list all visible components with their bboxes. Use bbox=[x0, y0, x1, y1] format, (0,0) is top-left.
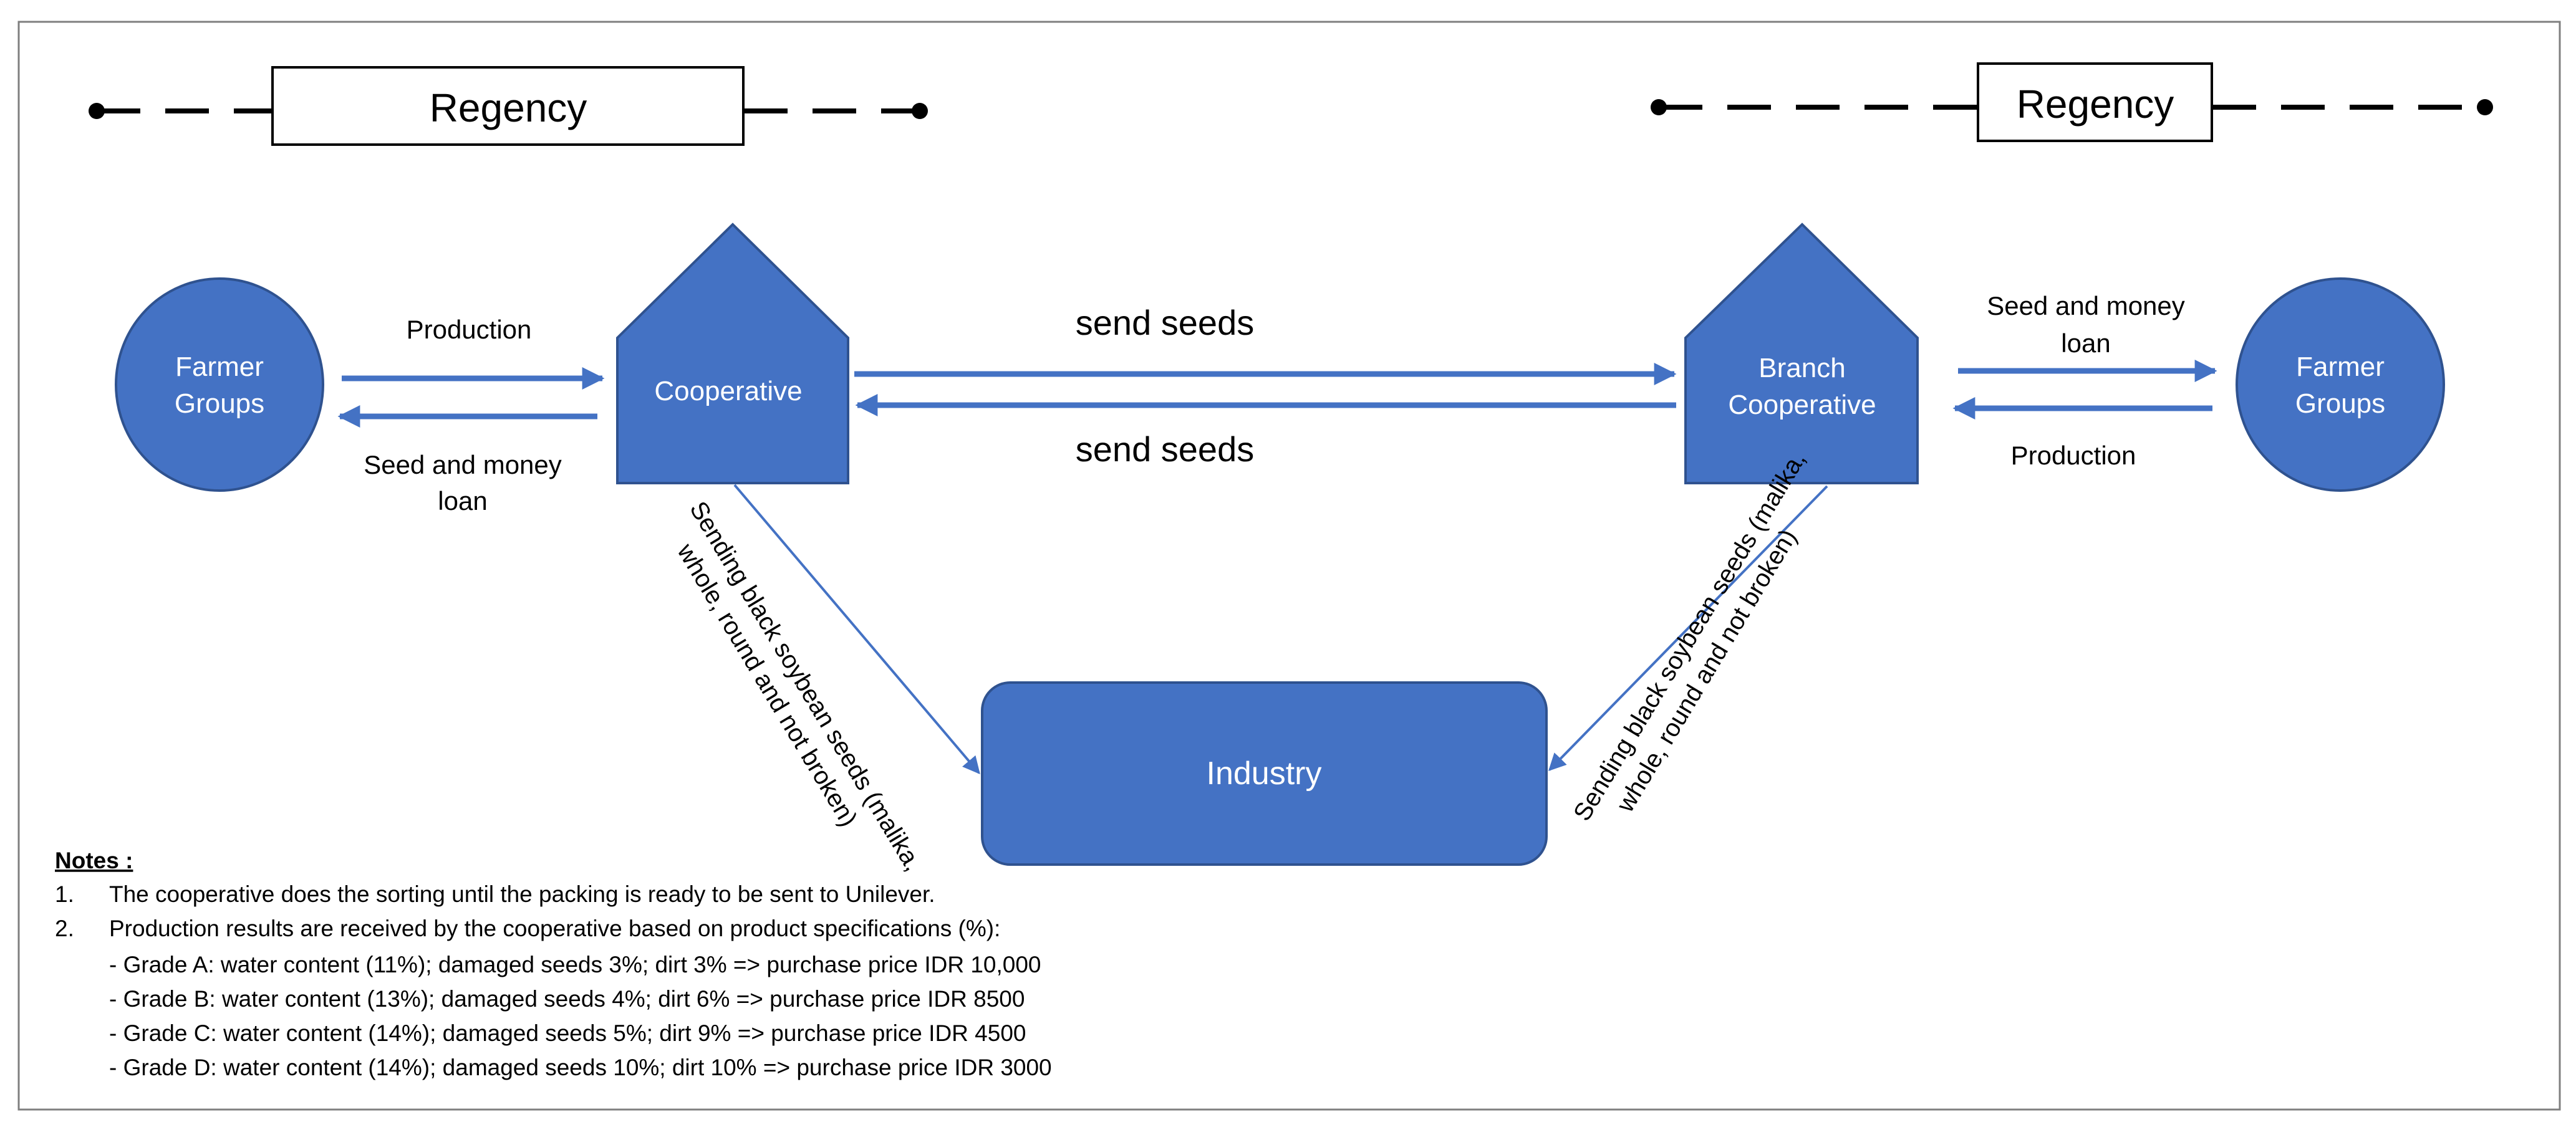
regency-right-endpoint-left bbox=[1651, 99, 1667, 115]
farmer-groups-right: Farmer Groups bbox=[2236, 277, 2445, 492]
branch-cooperative-node: Branch Cooperative bbox=[1684, 223, 1919, 484]
label-diag-left-line2: whole, round and not broken) bbox=[672, 539, 862, 832]
branch-cooperative-label-line1: Branch bbox=[1758, 353, 1845, 383]
label-center-send-seeds-top: send seeds bbox=[1076, 303, 1254, 342]
notes-item-2-number: 2. bbox=[55, 916, 74, 941]
notes-item-1-number: 1. bbox=[55, 881, 74, 907]
branch-cooperative-shape bbox=[1684, 223, 1919, 484]
cooperative-label: Cooperative bbox=[654, 376, 802, 406]
label-diag-left-line1: Sending black soybean seeds (malika, bbox=[684, 497, 927, 876]
label-center-send-seeds-bottom: send seeds bbox=[1076, 429, 1254, 469]
label-left-production: Production bbox=[407, 315, 532, 344]
regency-right-endpoint-right bbox=[2477, 99, 2493, 115]
arrow-branch-to-industry bbox=[1548, 485, 1828, 772]
notes-grade-b: - Grade B: water content (13%); damaged … bbox=[109, 986, 1025, 1012]
notes-item-1-text: The cooperative does the sorting until t… bbox=[109, 881, 935, 907]
farmer-groups-right-label-line2: Groups bbox=[2295, 388, 2385, 419]
label-right-loan-line1: Seed and money bbox=[1987, 291, 2185, 320]
cooperative-node: Cooperative bbox=[616, 223, 849, 484]
farmer-groups-right-circle bbox=[2236, 277, 2445, 492]
regency-left-endpoint-left bbox=[89, 103, 105, 119]
regency-left-label: Regency bbox=[430, 85, 587, 130]
arrow-cooperative-to-industry bbox=[733, 484, 980, 775]
regency-right: Regency bbox=[1651, 62, 2493, 142]
label-diag-left: Sending black soybean seeds (malika, who… bbox=[672, 497, 927, 876]
label-right-production: Production bbox=[2011, 441, 2136, 470]
industry-shape bbox=[981, 681, 1548, 866]
label-diag-right-line1: Sending black soybean seeds (malika, bbox=[1568, 447, 1811, 826]
regency-right-label: Regency bbox=[2017, 82, 2174, 127]
regency-right-box bbox=[1977, 62, 2213, 142]
diagram-frame bbox=[17, 21, 2561, 1111]
industry-node: Industry bbox=[981, 681, 1548, 866]
regency-left-box bbox=[271, 66, 745, 146]
notes-grade-d: - Grade D: water content (14%); damaged … bbox=[109, 1055, 1052, 1080]
label-left-loan-line1: Seed and money bbox=[364, 450, 562, 479]
notes-grade-c: - Grade C: water content (14%); damaged … bbox=[109, 1020, 1026, 1046]
farmer-groups-right-label-line1: Farmer bbox=[2296, 352, 2385, 382]
cooperative-shape bbox=[616, 223, 849, 484]
farmer-groups-left: Farmer Groups bbox=[115, 277, 324, 492]
label-diag-right: Sending black soybean seeds (malika, who… bbox=[1568, 447, 1811, 826]
label-diag-right-line2: whole, round and not broken) bbox=[1611, 525, 1802, 818]
notes-section: Notes : 1. The cooperative does the sort… bbox=[55, 848, 1052, 1080]
farmer-groups-left-label-line1: Farmer bbox=[175, 352, 264, 382]
branch-cooperative-label-line2: Cooperative bbox=[1728, 390, 1876, 420]
farmer-groups-left-circle bbox=[115, 277, 324, 492]
label-right-loan-line2: loan bbox=[2061, 329, 2110, 358]
industry-label: Industry bbox=[1207, 755, 1322, 792]
regency-left-endpoint-right bbox=[912, 103, 928, 119]
notes-grade-a: - Grade A: water content (11%); damaged … bbox=[109, 952, 1041, 977]
label-left-loan-line2: loan bbox=[438, 486, 487, 516]
notes-title: Notes : bbox=[55, 848, 133, 873]
notes-item-2-text: Production results are received by the c… bbox=[109, 916, 1000, 941]
farmer-groups-left-label-line2: Groups bbox=[175, 388, 264, 419]
regency-left: Regency bbox=[89, 66, 928, 146]
